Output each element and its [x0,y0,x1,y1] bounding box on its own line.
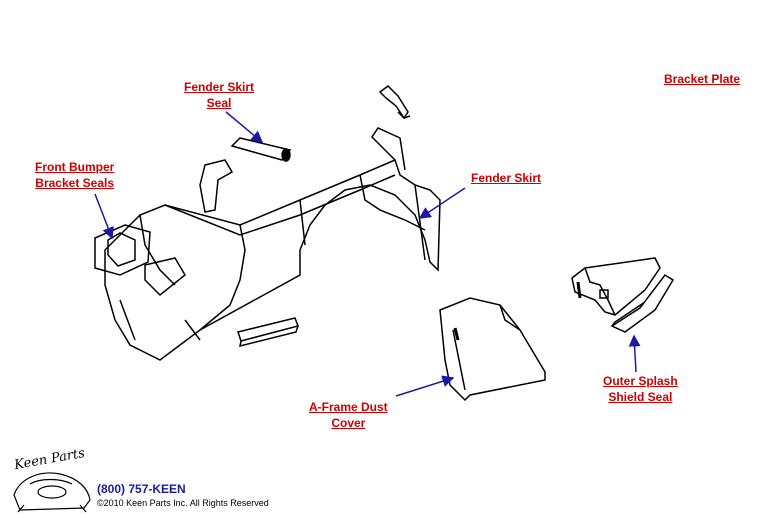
hook-piece-drawing [378,85,411,120]
label-outer-splash-line2: Shield Seal [608,390,673,404]
label-bracket-plate-line1: Bracket Plate [664,72,741,86]
fender-skirt-seal-drawing [230,137,292,162]
label-outer-splash-shield-seal[interactable]: Outer Splash Shield Seal [603,373,678,405]
leader-arrows [94,111,641,397]
footer-phone[interactable]: (800) 757-KEEN [97,482,186,496]
label-front-bumper-line2: Bracket Seals [35,176,115,190]
label-front-bumper-bracket-seals[interactable]: Front Bumper Bracket Seals [35,159,114,191]
label-fender-skirt-seal[interactable]: Fender Skirt Seal [184,79,254,111]
fender-skirt-drawing [94,127,441,361]
a-frame-dust-cover-drawing [439,297,546,402]
footer-copyright: ©2010 Keen Parts Inc. All Rights Reserve… [97,498,269,508]
label-fender-skirt[interactable]: Fender Skirt [471,170,541,186]
label-a-frame-line2: Cover [331,416,366,430]
label-fender-skirt-seal-line1: Fender Skirt [184,80,255,94]
outer-splash-shield-seal-drawing [610,274,675,333]
lower-strip-drawing [237,317,299,348]
label-a-frame-dust-cover[interactable]: A-Frame Dust Cover [309,399,388,431]
bracket-plate-drawing [571,257,661,316]
label-a-frame-line1: A-Frame Dust [309,400,388,414]
keen-parts-logo [13,472,91,513]
label-outer-splash-line1: Outer Splash [603,374,678,388]
label-bracket-plate[interactable]: Bracket Plate [664,71,740,87]
label-front-bumper-line1: Front Bumper [35,160,115,174]
label-fender-skirt-line1: Fender Skirt [471,171,542,185]
label-fender-skirt-seal-line2: Seal [206,96,232,110]
